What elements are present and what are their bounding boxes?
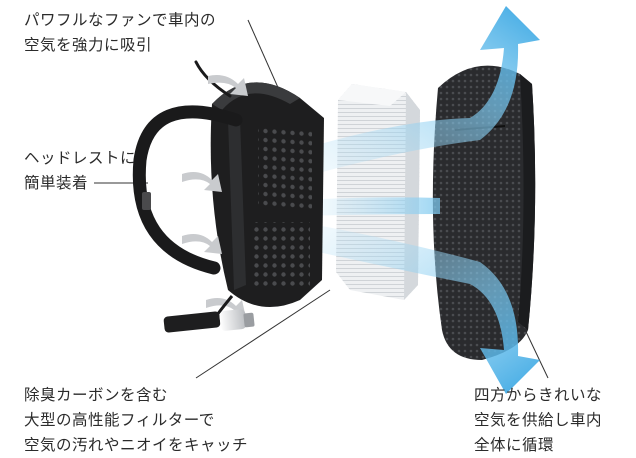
callout-fan-line: パワフルなファンで車内の — [24, 11, 217, 29]
power-cable — [163, 295, 255, 333]
airflow-arrow — [300, 6, 540, 178]
strap-buckle — [142, 192, 151, 210]
callout-circulate: 四方からきれいな 空気を供給し車内 全体に循環 — [474, 383, 602, 458]
airflow-arrow — [300, 197, 440, 216]
airflow-arrows — [300, 6, 540, 394]
callout-circulate-line: 四方からきれいな — [474, 386, 603, 404]
callout-filter-line: 大型の高性能フィルターで — [24, 411, 215, 429]
intake-arrow — [182, 234, 222, 254]
airflow-arrow — [300, 222, 540, 394]
callout-headrest: ヘッドレストに 簡単装着 — [24, 146, 136, 196]
callout-circulate-line: 全体に循環 — [474, 436, 555, 454]
callout-filter-line: 空気の汚れやニオイをキャッチ — [24, 436, 249, 454]
fan-unit — [210, 82, 324, 308]
callout-circulate-line: 空気を供給し車内 — [474, 411, 603, 429]
callout-headrest-line: ヘッドレストに — [24, 149, 137, 167]
callout-filter-line: 除臭カーボンを含む — [24, 386, 169, 404]
callout-filter: 除臭カーボンを含む 大型の高性能フィルターで 空気の汚れやニオイをキャッチ — [24, 383, 248, 458]
intake-arrow — [182, 172, 222, 192]
usb-power-plug-icon — [163, 311, 221, 333]
callout-headrest-line: 簡単装着 — [24, 174, 89, 192]
callout-fan: パワフルなファンで車内の 空気を強力に吸引 — [24, 8, 216, 58]
callout-fan-line: 空気を強力に吸引 — [24, 36, 153, 54]
intake-arrow — [208, 75, 248, 96]
